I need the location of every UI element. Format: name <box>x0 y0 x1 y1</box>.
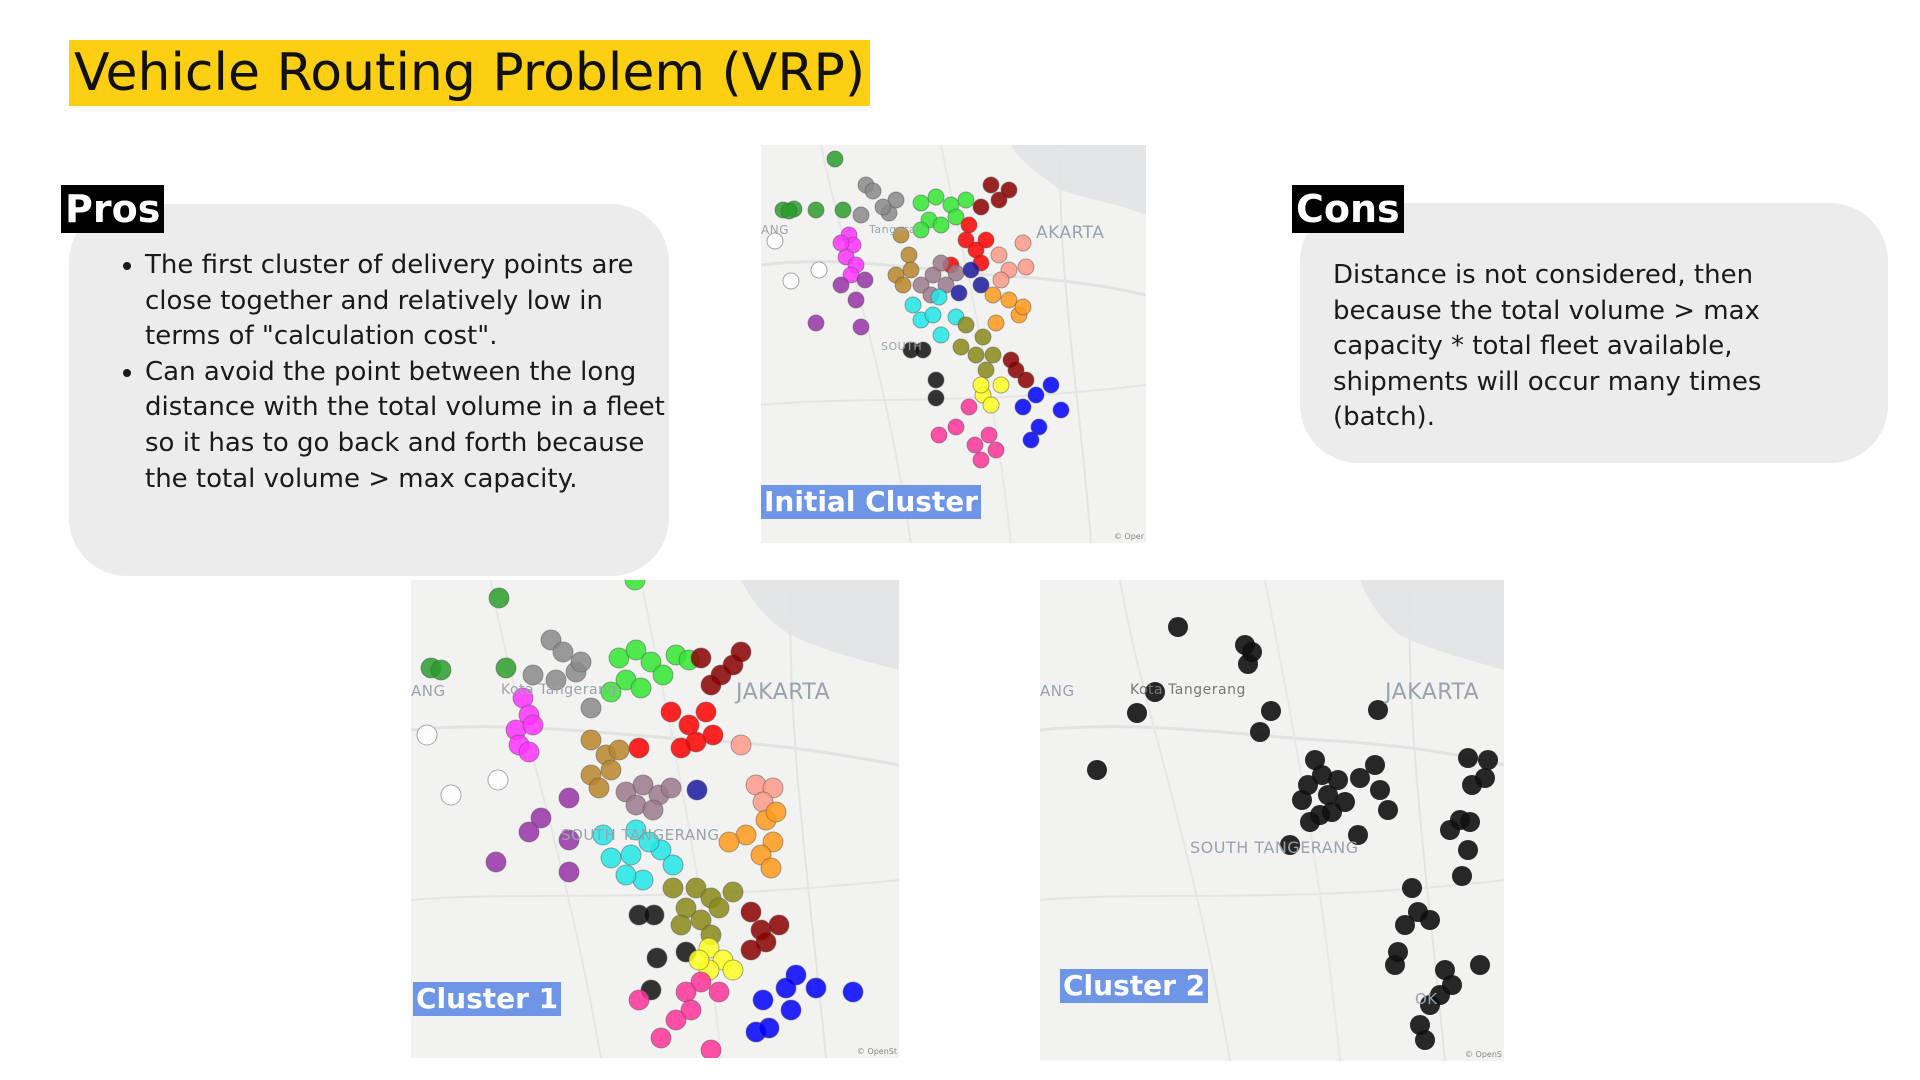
pros-panel <box>69 204 669 576</box>
map-attribution: © OpenSt <box>856 1047 897 1056</box>
initial-cluster-label: Initial Cluster <box>761 485 982 519</box>
cluster-2-points <box>1087 617 1498 1050</box>
map-attribution: © OpenS <box>1465 1050 1502 1059</box>
place-label: Kota Tangerang <box>501 682 617 698</box>
cons-text: Distance is not considered, then because… <box>1333 260 1762 433</box>
initial-cluster-map-graphic <box>761 145 1146 543</box>
cluster-1-map: ANG Kota Tangerang JAKARTA SOUTH TANGERA… <box>411 580 899 1058</box>
place-label: SOUTH <box>881 340 923 353</box>
initial-cluster-map: ANG Tangeran AKARTA SOUTH Initial Cluste… <box>761 145 1146 543</box>
pros-item: The first cluster of delivery points are… <box>145 248 685 355</box>
cluster-1-points <box>416 580 864 1058</box>
place-label: ANG <box>1040 682 1075 700</box>
place-label: OK <box>1415 990 1438 1008</box>
cluster-1-map-graphic <box>411 580 899 1058</box>
initial-cluster-points <box>766 150 1070 469</box>
map-attribution: © Oper <box>1113 532 1144 541</box>
place-label: ANG <box>411 682 446 700</box>
cluster-2-label: Cluster 2 <box>1060 969 1209 1003</box>
slide-title: Vehicle Routing Problem (VRP) <box>69 40 871 106</box>
place-label: JAKARTA <box>1385 680 1480 705</box>
place-label: JAKARTA <box>736 680 831 705</box>
map-background <box>761 145 1146 543</box>
place-label: SOUTH TANGERANG <box>1190 838 1359 857</box>
place-label: ANG <box>761 223 789 237</box>
place-label: AKARTA <box>1036 223 1105 243</box>
pros-item: Can avoid the point between the long dis… <box>145 355 685 497</box>
place-label: Tangeran <box>869 223 924 236</box>
pros-heading: Pros <box>61 185 165 233</box>
place-label: Kota Tangerang <box>1130 682 1246 698</box>
pros-list: The first cluster of delivery points are… <box>103 248 685 497</box>
cluster-2-map: ANG Kota Tangerang JAKARTA SOUTH TANGERA… <box>1040 580 1504 1061</box>
place-label: SOUTH TANGERANG <box>561 826 720 844</box>
cons-heading: Cons <box>1292 185 1404 233</box>
cons-panel <box>1300 203 1888 463</box>
cluster-1-label: Cluster 1 <box>413 982 562 1016</box>
